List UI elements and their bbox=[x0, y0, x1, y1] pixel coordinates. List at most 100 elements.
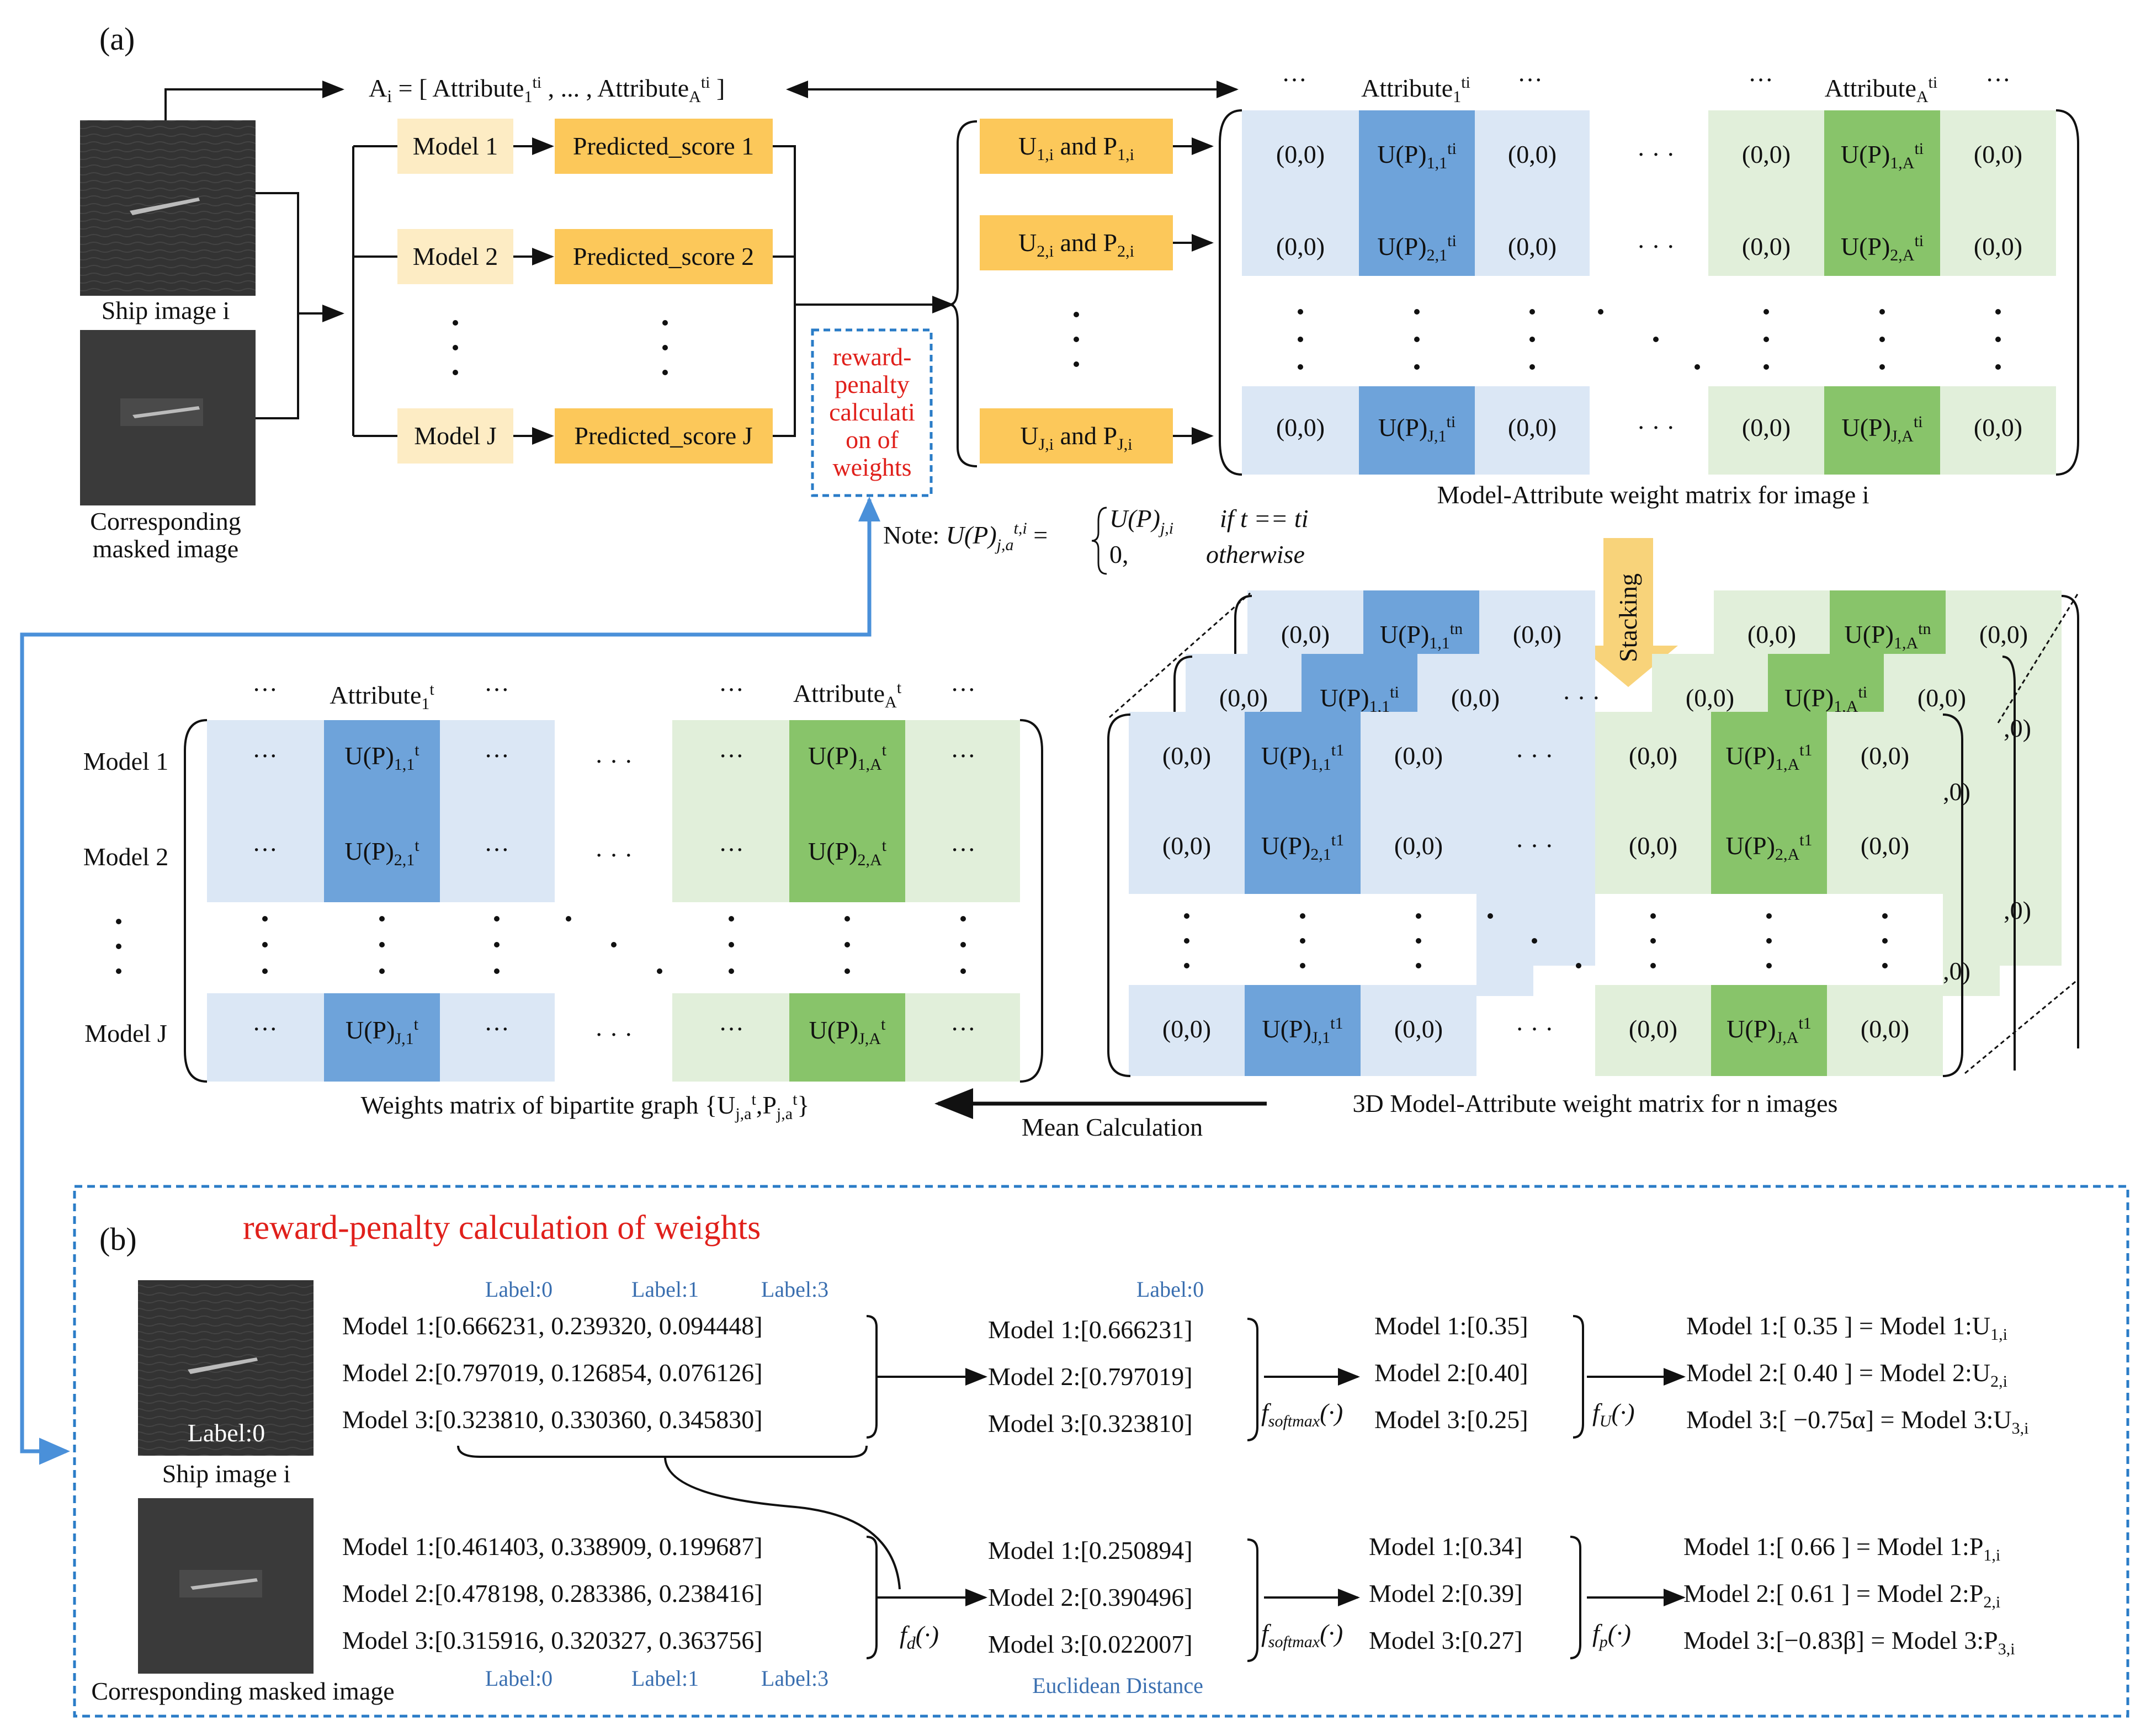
svg-text:···: ··· bbox=[484, 742, 509, 770]
svg-text:(0,0): (0,0) bbox=[1508, 413, 1557, 441]
svg-text:(0,0): (0,0) bbox=[1917, 684, 1966, 712]
svg-text:U1,i and P1,i: U1,i and P1,i bbox=[1018, 132, 1134, 164]
svg-text:Model 1:[0.666231, 0.239320, 0: Model 1:[0.666231, 0.239320, 0.094448] bbox=[342, 1312, 763, 1340]
attribute-vector: Ai = [ Attribute1ti , ... , AttributeAti… bbox=[369, 73, 725, 106]
label-bottom-1: Label:1 bbox=[631, 1666, 699, 1691]
top-matrix-cells: (0,0) U(P)1,1ti (0,0) · · · (0,0) U(P)1,… bbox=[1276, 140, 2022, 445]
top-matrix-headers: ··· Attribute1ti ··· ··· AttributeAti ··… bbox=[1282, 66, 2011, 106]
svg-text:Attribute1ti: Attribute1ti bbox=[1361, 73, 1470, 106]
svg-text:···: ··· bbox=[484, 675, 509, 704]
svg-text:Model 3:[−0.83β] = Model 3:P3,: Model 3:[−0.83β] = Model 3:P3,i bbox=[1683, 1626, 2015, 1658]
svg-text:U(P)1,At1: U(P)1,At1 bbox=[1726, 741, 1813, 774]
panel-b-image-label: Label:0 bbox=[188, 1419, 265, 1447]
svg-text:(0,0): (0,0) bbox=[1974, 413, 2022, 441]
note-formula: Note: U(P)j,at,i = U(P)j,i if t == ti 0,… bbox=[883, 504, 1308, 575]
svg-text:(0,0): (0,0) bbox=[1508, 232, 1557, 260]
svg-text:U(P)1,1t1: U(P)1,1t1 bbox=[1261, 741, 1344, 774]
svg-text:(0,0): (0,0) bbox=[1629, 742, 1677, 770]
cube-front-cells: (0,0) U(P)1,1t1 (0,0) · · · (0,0) U(P)1,… bbox=[1162, 741, 1909, 1047]
svg-text:Model 2:[ 0.61 ] = Model 2:: Model 2:[ 0.61 ] = Model 2:P2,i bbox=[1683, 1579, 2000, 1611]
softmax-bottom: fsoftmax(·) bbox=[1261, 1619, 1343, 1651]
svg-text:···: ··· bbox=[719, 835, 744, 864]
orig-scores: Model 1:[0.666231, 0.239320, 0.094448] M… bbox=[342, 1312, 878, 1458]
fp-function: fp(·) bbox=[1592, 1619, 1631, 1651]
ship-image-caption: Ship image i bbox=[102, 296, 230, 324]
svg-text:Model 2:[0.478198, 0.283386, 0: Model 2:[0.478198, 0.283386, 0.238416] bbox=[342, 1579, 763, 1607]
masked-image-caption-2: masked image bbox=[93, 535, 238, 563]
svg-text:Note: U(P)j,at,i =: Note: U(P)j,at,i = bbox=[883, 519, 1048, 554]
svg-text:· · ·: · · · bbox=[1637, 140, 1675, 168]
svg-text:(0,0): (0,0) bbox=[1861, 832, 1909, 860]
svg-text:,0): ,0) bbox=[2004, 714, 2031, 742]
svg-text:Model 1:[0.461403, 0.338909, 0: Model 1:[0.461403, 0.338909, 0.199687] bbox=[342, 1532, 763, 1561]
col3-top: Model 1:[0.35] Model 2:[0.40] Model 3:[0… bbox=[1374, 1312, 1584, 1439]
model-box-1: Model 1 bbox=[397, 119, 513, 174]
mean-calc-label: Mean Calculation bbox=[1022, 1113, 1203, 1141]
panel-a-label: (a) bbox=[99, 21, 135, 57]
svg-text:Model 1:[ 0.35 ] = Model 1:: Model 1:[ 0.35 ] = Model 1:U1,i bbox=[1686, 1312, 2007, 1344]
svg-text:if t == ti: if t == ti bbox=[1220, 504, 1308, 532]
orig-to-fd-curve bbox=[664, 1456, 901, 1590]
svg-text:(0,0): (0,0) bbox=[1974, 232, 2022, 260]
score-box-1: Predicted_score 1 bbox=[555, 119, 773, 174]
col2-top: Model 1:[0.666231] Model 2:[0.797019] Mo… bbox=[988, 1316, 1258, 1441]
svg-text:(0,0): (0,0) bbox=[1394, 742, 1443, 770]
svg-text:Stacking: Stacking bbox=[1614, 573, 1642, 662]
svg-text:Model 1: Model 1 bbox=[413, 132, 498, 160]
p-results: Model 1:[ 0.66 ] = Model 1:P1,i Model 2:… bbox=[1683, 1532, 2015, 1658]
svg-text:Model 2: Model 2 bbox=[413, 242, 498, 270]
bip-row-labels: Model 1 Model 2 Model J bbox=[83, 747, 169, 1047]
svg-text:U(P)1,Atn: U(P)1,Atn bbox=[1845, 620, 1931, 652]
panel-b-frame bbox=[73, 1185, 2129, 1718]
svg-text:otherwise: otherwise bbox=[1206, 540, 1305, 568]
svg-text:AttributeAt: AttributeAt bbox=[793, 679, 902, 711]
svg-text:(0,0): (0,0) bbox=[1162, 742, 1211, 770]
svg-text:U(P)2,1t: U(P)2,1t bbox=[344, 837, 419, 869]
label-bottom-0: Label:0 bbox=[485, 1666, 553, 1691]
svg-text:(0,0): (0,0) bbox=[1861, 1015, 1909, 1043]
svg-text:(0,0): (0,0) bbox=[1742, 413, 1791, 441]
svg-text:U(P)1,Ati: U(P)1,Ati bbox=[1841, 140, 1924, 172]
panel-b-ship-image bbox=[138, 1280, 314, 1456]
label-bottom-3: Label:3 bbox=[761, 1666, 828, 1691]
svg-text:Model 3:[0.323810]: Model 3:[0.323810] bbox=[988, 1409, 1193, 1437]
svg-text:AttributeAti: AttributeAti bbox=[1825, 73, 1937, 106]
svg-text:Model J: Model J bbox=[84, 1019, 167, 1047]
model-box-j: Model J bbox=[397, 408, 513, 464]
bip-cells: ··· U(P)1,1t ··· · · · ··· U(P)1,At ··· … bbox=[252, 741, 976, 1048]
svg-text:U(P)2,Ati: U(P)2,Ati bbox=[1841, 232, 1924, 264]
fu-function: fU(·) bbox=[1592, 1398, 1635, 1430]
svg-text:U(P)2,At1: U(P)2,At1 bbox=[1726, 831, 1813, 864]
svg-text:···: ··· bbox=[252, 742, 278, 770]
svg-text:U(P)1,1ti: U(P)1,1ti bbox=[1320, 683, 1399, 716]
svg-text:U(P)1,1t: U(P)1,1t bbox=[344, 741, 419, 774]
svg-text:· · ·: · · · bbox=[595, 747, 633, 775]
svg-text:weights: weights bbox=[832, 453, 911, 481]
svg-text:U(P)J,1t: U(P)J,1t bbox=[346, 1015, 419, 1048]
svg-text:Model 2:[0.390496]: Model 2:[0.390496] bbox=[988, 1583, 1193, 1611]
svg-text:Model 3:[0.022007]: Model 3:[0.022007] bbox=[988, 1630, 1193, 1658]
svg-text:Model 1: Model 1 bbox=[83, 747, 169, 775]
masked-scores: Model 1:[0.461403, 0.338909, 0.199687] M… bbox=[342, 1532, 878, 1659]
bip-matrix bbox=[184, 719, 1043, 1083]
panel-b-masked-image bbox=[138, 1498, 314, 1674]
svg-text:Model 3:[0.27]: Model 3:[0.27] bbox=[1369, 1626, 1523, 1654]
score-box-2: Predicted_score 2 bbox=[555, 229, 773, 284]
svg-text:···: ··· bbox=[719, 1015, 744, 1043]
svg-text:· · ·: · · · bbox=[1516, 832, 1554, 860]
image-connectors bbox=[256, 145, 397, 437]
svg-text:(0,0): (0,0) bbox=[1686, 684, 1734, 712]
svg-text:penalty: penalty bbox=[835, 370, 909, 398]
svg-text:Predicted_score J: Predicted_score J bbox=[574, 422, 752, 450]
model-box-2: Model 2 bbox=[397, 229, 513, 284]
svg-text:···: ··· bbox=[950, 1015, 976, 1043]
svg-text:· · ·: · · · bbox=[595, 1020, 633, 1048]
col3-bottom: Model 1:[0.34] Model 2:[0.39] Model 3:[0… bbox=[1369, 1532, 1581, 1659]
svg-text:Model 2: Model 2 bbox=[83, 843, 169, 871]
feedback-arrow bbox=[20, 499, 872, 1465]
up-vertical-dots bbox=[1074, 312, 1079, 367]
model-score-arrows bbox=[513, 137, 954, 445]
svg-text:Model 2:[0.40]: Model 2:[0.40] bbox=[1374, 1359, 1528, 1387]
svg-text:(0,0): (0,0) bbox=[1513, 620, 1561, 648]
